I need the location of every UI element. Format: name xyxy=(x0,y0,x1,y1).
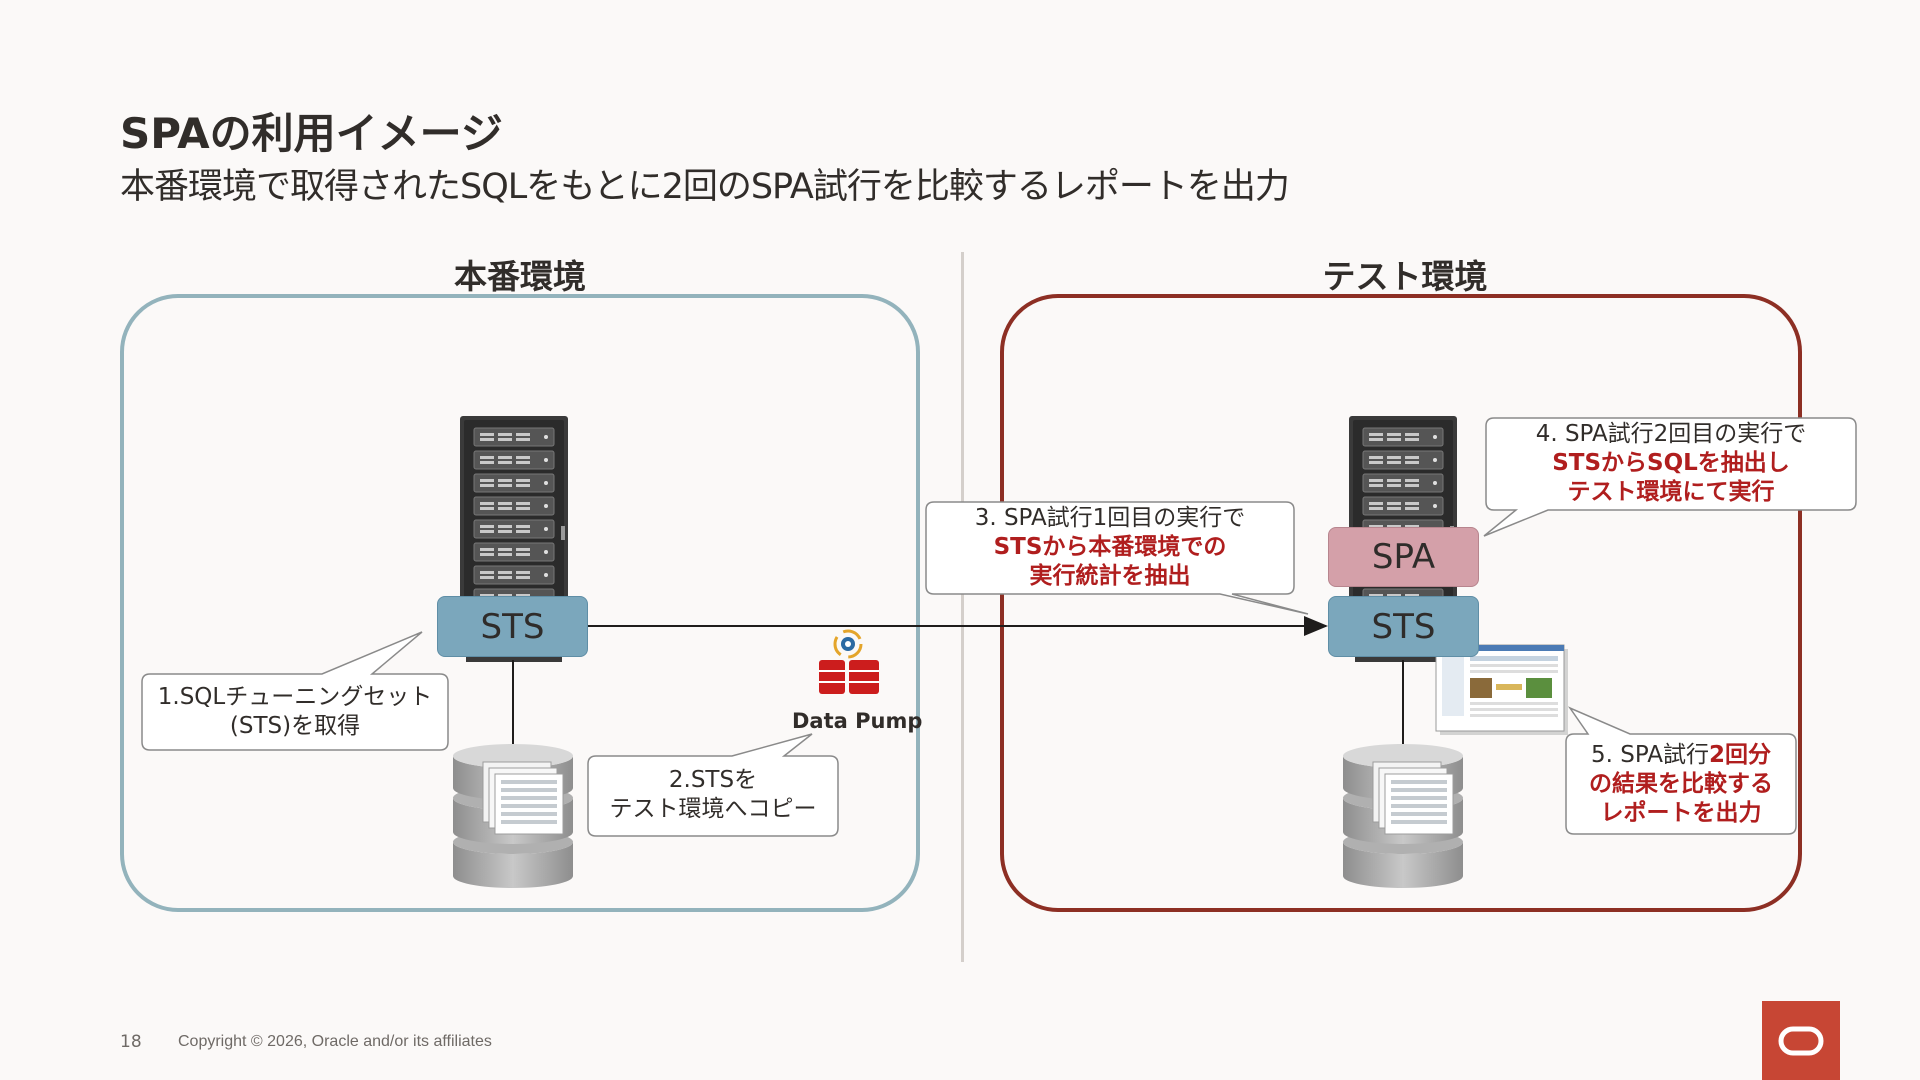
callout-step2-text: 2.STSを テスト環境へコピー xyxy=(588,766,838,824)
production-env-label: 本番環境 xyxy=(454,257,586,296)
callout-step2-shape xyxy=(587,733,839,837)
test-env-box xyxy=(1000,294,1802,912)
test-env-label: テスト環境 xyxy=(1322,257,1488,296)
callout-step1-line2: (STS)を取得 xyxy=(229,713,361,739)
callout-step1-text: 1.SQLチューニングセット (STS)を取得 xyxy=(142,683,448,741)
test-server-icon xyxy=(1348,415,1458,662)
callout-step5-line2: の結果を比較する xyxy=(1589,771,1773,797)
callout-step3-line2: STSから本番環境での xyxy=(993,534,1227,560)
callout-step4-line2: STSからSQLを抽出し xyxy=(1552,450,1790,476)
test-database-icon xyxy=(1342,743,1464,889)
callout-step4-shape xyxy=(1483,417,1857,537)
callout-step5-line1: 5. SPA試行2回分 xyxy=(1566,741,1796,770)
callout-step4-text: 4. SPA試行2回目の実行で STSからSQLを抽出し テスト環境にて実行 xyxy=(1486,420,1856,507)
copyright-text: Copyright © 2026, Oracle and/or its affi… xyxy=(178,1033,492,1050)
production-env-box xyxy=(120,294,920,912)
callout-step3-text: 3. SPA試行1回目の実行で STSから本番環境での 実行統計を抽出 xyxy=(926,504,1294,591)
callout-step3-shape xyxy=(925,501,1309,615)
callout-step3-line1: 3. SPA試行1回目の実行で xyxy=(974,505,1246,531)
callout-step5-line3: レポートを出力 xyxy=(1600,800,1762,826)
environment-divider xyxy=(961,252,964,962)
callout-step2-line1: 2.STSを xyxy=(668,767,758,793)
production-database-icon xyxy=(452,743,574,889)
page-subtitle: 本番環境で取得されたSQLをもとに2回のSPA試行を比較するレポートを出力 xyxy=(120,167,1290,207)
test-spa-box: SPA xyxy=(1328,527,1479,587)
callout-step4-line3: テスト環境にて実行 xyxy=(1567,479,1775,505)
test-sts-box: STS xyxy=(1328,596,1479,657)
data-pump-icon xyxy=(819,629,879,694)
callout-step5-line1-b: 2回分 xyxy=(1708,742,1771,768)
report-screenshot-icon xyxy=(1435,644,1568,735)
callout-step5-line1-a: 5. SPA試行 xyxy=(1590,742,1709,768)
production-sts-box: STS xyxy=(437,596,588,657)
callout-step5-shape xyxy=(1565,706,1797,835)
callout-step3-line3: 実行統計を抽出 xyxy=(1029,563,1191,589)
callout-step4-line1: 4. SPA試行2回目の実行で xyxy=(1535,421,1807,447)
production-server-icon xyxy=(459,415,569,662)
callout-step5-text: 5. SPA試行2回分 の結果を比較する レポートを出力 xyxy=(1566,741,1796,828)
page-number: 18 xyxy=(120,1032,142,1052)
callout-step1-shape xyxy=(141,631,449,751)
callout-step1-line1: 1.SQLチューニングセット xyxy=(157,684,433,710)
page-title: SPAの利用イメージ xyxy=(120,109,503,158)
oracle-logo-icon xyxy=(1778,1026,1824,1055)
callout-step2-line2: テスト環境へコピー xyxy=(609,796,817,822)
data-pump-label: Data Pump xyxy=(792,709,923,733)
oracle-logo xyxy=(1762,1001,1840,1080)
